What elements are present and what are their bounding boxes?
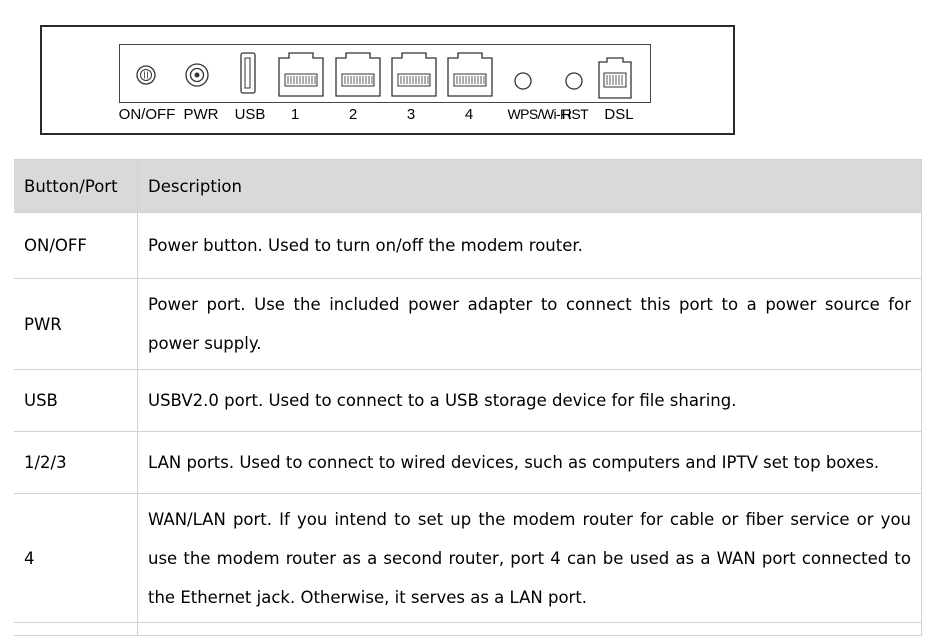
lan-port-3-icon bbox=[391, 52, 437, 97]
power-jack-icon bbox=[185, 63, 209, 87]
description-cell: Power port. Use the included power adapt… bbox=[137, 278, 922, 370]
pwr-label: PWR bbox=[183, 106, 219, 123]
port-cell: ON/OFF bbox=[14, 212, 138, 279]
lan-port-4-icon bbox=[447, 52, 493, 97]
lan2-label: 2 bbox=[348, 106, 358, 123]
onoff-label: ON/OFF bbox=[118, 106, 176, 123]
port-cell: 4 bbox=[14, 493, 138, 623]
wps-button-icon bbox=[514, 72, 532, 90]
dsl-label: DSL bbox=[604, 106, 634, 123]
dsl-port-icon bbox=[598, 57, 632, 99]
description-cell: WAN/LAN port. If you intend to set up th… bbox=[137, 493, 922, 623]
port-cell: USB bbox=[14, 369, 138, 432]
lan-port-1-icon bbox=[278, 52, 324, 97]
lan4-label: 4 bbox=[464, 106, 474, 123]
port-cell: PWR bbox=[14, 278, 138, 370]
usb-port-icon bbox=[240, 52, 256, 94]
table-row: 1/2/3 LAN ports. Used to connect to wire… bbox=[14, 431, 922, 494]
rst-label: RST bbox=[561, 106, 589, 122]
router-back-panel-diagram: ON/OFF PWR USB 1 2 3 4 WPS/Wi-Fi RST DSL bbox=[40, 25, 735, 135]
description-cell: LAN ports. Used to connect to wired devi… bbox=[137, 431, 922, 494]
port-strip bbox=[119, 44, 651, 103]
port-cell: 1/2/3 bbox=[14, 431, 138, 494]
lan-port-2-icon bbox=[335, 52, 381, 97]
column-header-description: Description bbox=[137, 159, 922, 213]
table-header-row: Button/Port Description bbox=[14, 159, 922, 213]
lan1-label: 1 bbox=[290, 106, 300, 123]
reset-button-icon bbox=[565, 72, 583, 90]
table-row: 4 WAN/LAN port. If you intend to set up … bbox=[14, 493, 922, 623]
lan3-label: 3 bbox=[406, 106, 416, 123]
power-button-icon bbox=[136, 65, 156, 85]
table-row: USB USBV2.0 port. Used to connect to a U… bbox=[14, 369, 922, 432]
description-cell: USBV2.0 port. Used to connect to a USB s… bbox=[137, 369, 922, 432]
button-port-table: Button/Port Description ON/OFF Power but… bbox=[14, 159, 922, 636]
description-cell: Power button. Used to turn on/off the mo… bbox=[137, 212, 922, 279]
table-row: PWR Power port. Use the included power a… bbox=[14, 278, 922, 370]
wps-label: WPS/Wi-Fi bbox=[507, 106, 571, 122]
table-row: ON/OFF Power button. Used to turn on/off… bbox=[14, 212, 922, 279]
table-row-partial bbox=[14, 622, 922, 636]
port-icons bbox=[136, 52, 632, 99]
column-header-port: Button/Port bbox=[14, 159, 138, 213]
usb-label: USB bbox=[234, 106, 266, 123]
